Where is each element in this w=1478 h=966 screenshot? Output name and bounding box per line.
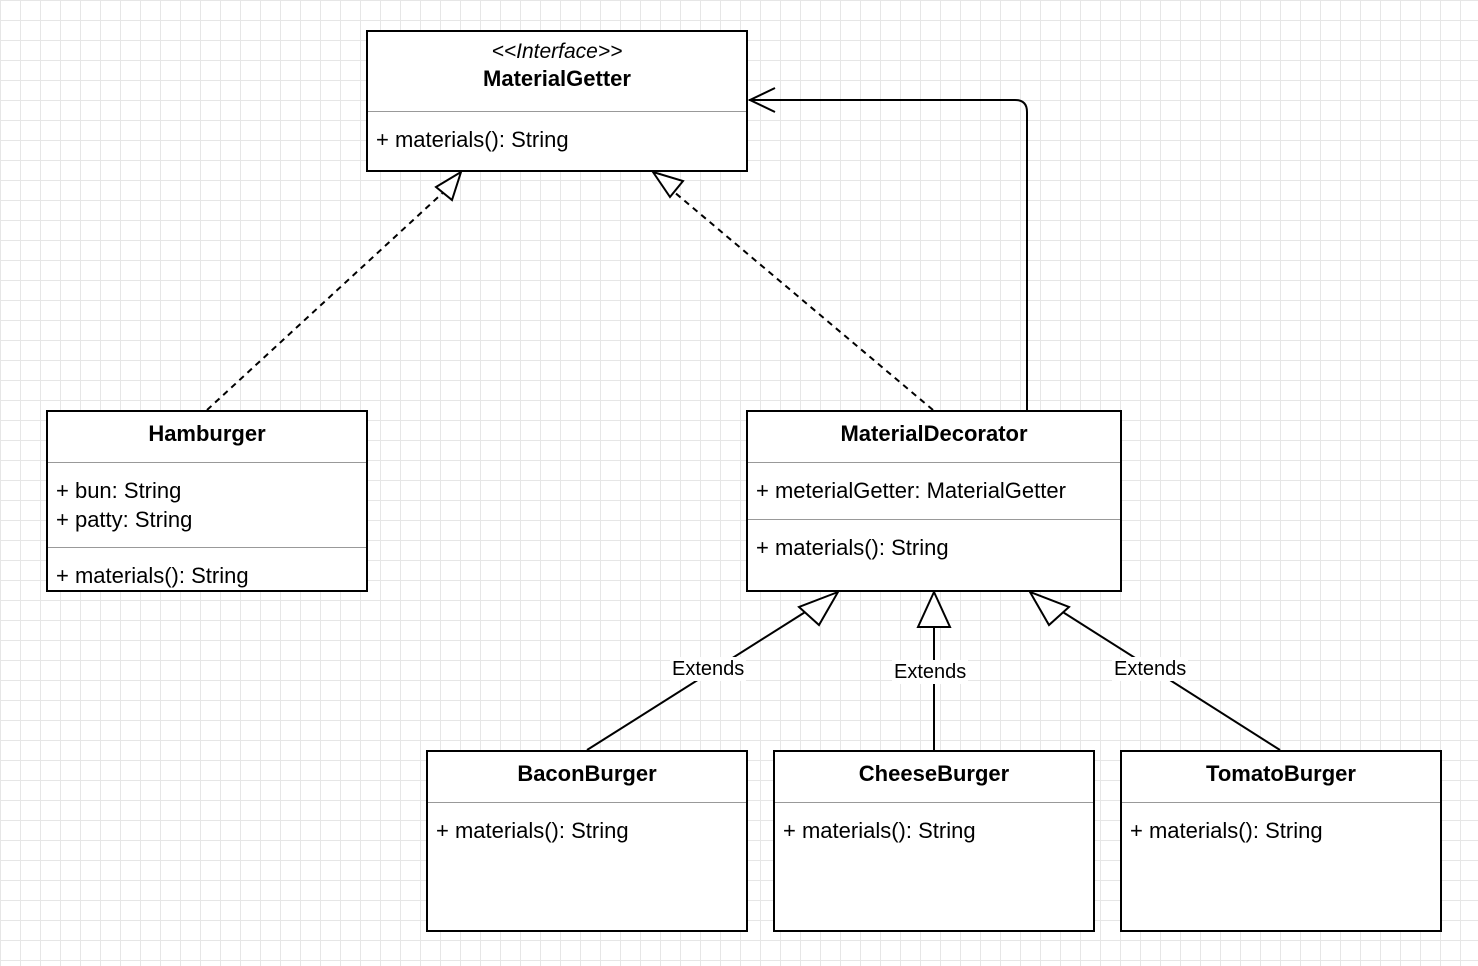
bacon-burger-class-box[interactable]: BaconBurger + materials(): String	[426, 750, 748, 932]
bacon-burger-method: + materials(): String	[436, 818, 629, 843]
decorator-method: + materials(): String	[756, 535, 949, 560]
tomato-burger-name: TomatoBurger	[1206, 761, 1356, 786]
hamburger-realization-edge	[206, 169, 463, 411]
hamburger-divider-methods	[48, 547, 366, 548]
hamburger-method: + materials(): String	[56, 563, 249, 588]
material-decorator-class-box[interactable]: MaterialDecorator + meterialGetter: Mate…	[746, 410, 1122, 592]
cheese-burger-class-box[interactable]: CheeseBurger + materials(): String	[773, 750, 1095, 932]
bacon-burger-divider	[428, 802, 746, 803]
decorator-association-edge	[747, 87, 1028, 410]
interface-stereotype: <<Interface>>	[491, 40, 623, 63]
bacon-burger-name: BaconBurger	[517, 761, 657, 786]
tomato-extends-label: Extends	[1112, 657, 1189, 681]
interface-method: + materials(): String	[376, 127, 569, 152]
decorator-divider-methods	[748, 519, 1120, 520]
material-getter-interface-box[interactable]: <<Interface>> MaterialGetter + materials…	[366, 30, 748, 172]
hamburger-field-bun: + bun: String	[56, 478, 182, 503]
hamburger-class-box[interactable]: Hamburger + bun: String + patty: String …	[46, 410, 368, 592]
hamburger-name: Hamburger	[148, 421, 266, 446]
tomato-burger-class-box[interactable]: TomatoBurger + materials(): String	[1120, 750, 1442, 932]
cheese-burger-method: + materials(): String	[783, 818, 976, 843]
hamburger-field-patty: + patty: String	[56, 507, 193, 532]
tomato-burger-divider	[1122, 802, 1440, 803]
cheese-extends-label: Extends	[892, 660, 969, 684]
interface-divider	[368, 111, 746, 112]
tomato-burger-method: + materials(): String	[1130, 818, 1323, 843]
cheese-burger-divider	[775, 802, 1093, 803]
decorator-name: MaterialDecorator	[840, 421, 1028, 446]
interface-name: MaterialGetter	[483, 66, 631, 91]
hamburger-divider-fields	[48, 462, 366, 463]
interface-header: <<Interface>> MaterialGetter	[368, 32, 746, 94]
cheese-burger-name: CheeseBurger	[858, 761, 1010, 786]
decorator-divider-fields	[748, 462, 1120, 463]
bacon-extends-label: Extends	[670, 657, 747, 681]
decorator-realization-edge	[650, 170, 934, 411]
decorator-field: + meterialGetter: MaterialGetter	[756, 478, 1066, 503]
cheese-extends-edge	[916, 589, 952, 750]
